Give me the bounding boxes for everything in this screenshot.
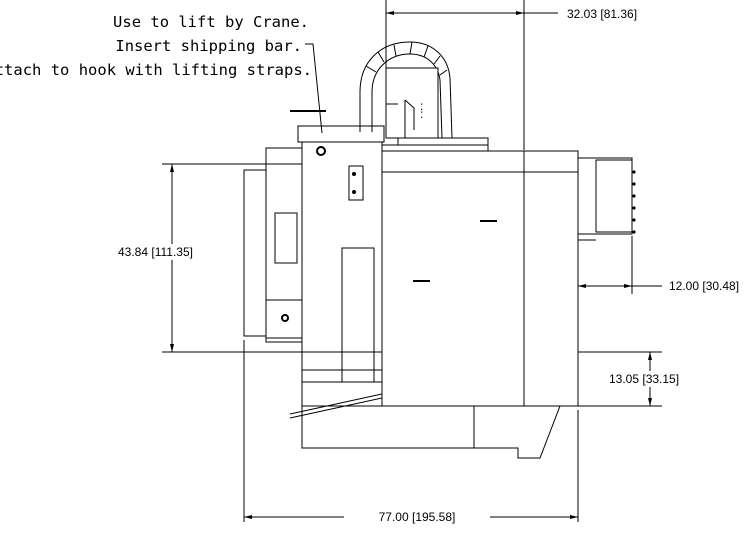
note-line-1: Use to lift by Crane. <box>113 13 309 31</box>
svg-text::: : <box>420 107 423 121</box>
note-leader <box>305 43 323 134</box>
cable-carrier: : : <box>359 41 453 139</box>
dimension-overall-width: 77.00 [195.58] <box>243 340 579 525</box>
dimension-top-width: 32.03 [81.36] <box>385 0 637 150</box>
dimension-height: 43.84 [111.35] <box>112 163 382 353</box>
dim-lower-offset-label: 13.05 [33.15] <box>609 372 679 386</box>
dim-overall-width-label: 77.00 [195.58] <box>379 510 456 524</box>
dim-height-label: 43.84 [111.35] <box>118 245 193 259</box>
note-line-3: Attach to hook with lifting straps. <box>0 61 312 79</box>
lifting-note: Use to lift by Crane. Insert shipping ba… <box>0 13 312 79</box>
svg-text::: : <box>420 99 423 113</box>
machine-body <box>243 125 636 459</box>
dim-right-offset-label: 12.00 [30.48] <box>669 279 739 293</box>
dimension-right-offset: 12.00 [30.48] <box>578 236 739 294</box>
dim-top-width-label: 32.03 [81.36] <box>567 7 637 21</box>
lift-point-icon <box>316 146 326 156</box>
dimension-lower-offset: 13.05 [33.15] <box>578 351 696 407</box>
note-line-2: Insert shipping bar. <box>115 37 302 55</box>
